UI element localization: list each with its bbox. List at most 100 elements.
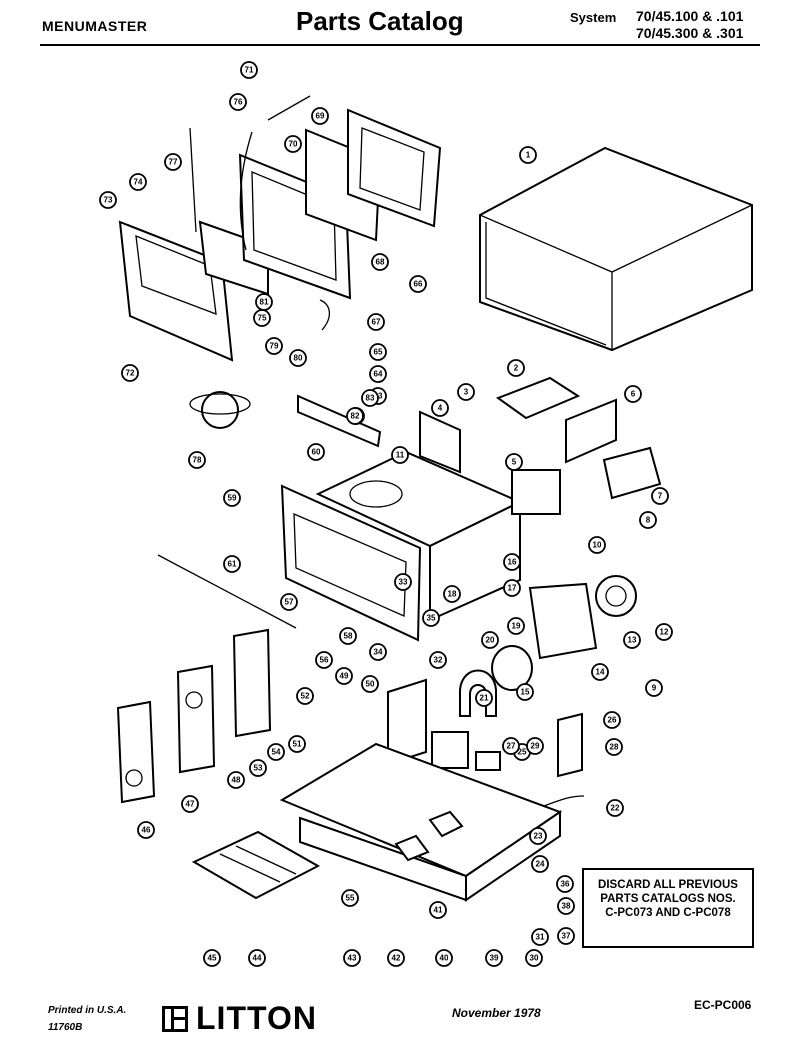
callout-number: 57 bbox=[285, 598, 294, 607]
callout-balloon bbox=[429, 901, 447, 919]
model-line-2: 70/45.300 & .301 bbox=[636, 25, 744, 41]
callout-number: 14 bbox=[596, 668, 605, 677]
callout-balloon bbox=[188, 451, 206, 469]
callout-number: 9 bbox=[652, 684, 657, 693]
callout-balloon bbox=[371, 253, 389, 271]
callout-number: 72 bbox=[126, 369, 135, 378]
callout-balloon bbox=[531, 855, 549, 873]
callout-number: 33 bbox=[399, 578, 408, 587]
callout-balloon bbox=[248, 949, 266, 967]
callout-number: 25 bbox=[518, 748, 527, 757]
callout-76: 76 bbox=[229, 93, 247, 111]
callout-balloon bbox=[651, 487, 669, 505]
callout-balloon bbox=[203, 949, 221, 967]
callout-number: 16 bbox=[508, 558, 517, 567]
callout-73: 73 bbox=[99, 191, 117, 209]
callout-balloon bbox=[422, 609, 440, 627]
callout-number: 42 bbox=[392, 954, 401, 963]
brand-name: MENUMASTER bbox=[42, 18, 148, 34]
notice-line-1: DISCARD ALL PREVIOUS bbox=[598, 879, 738, 891]
callout-balloon bbox=[557, 897, 575, 915]
callout-balloon bbox=[503, 553, 521, 571]
callout-number: 30 bbox=[530, 954, 539, 963]
callout-39: 39 bbox=[485, 949, 503, 967]
callout-balloon bbox=[265, 337, 283, 355]
callout-68: 68 bbox=[371, 253, 389, 271]
callout-number: 29 bbox=[531, 742, 540, 751]
callout-number: 5 bbox=[512, 458, 517, 467]
callout-29: 29 bbox=[526, 737, 544, 755]
callout-balloon bbox=[99, 191, 117, 209]
callout-60: 60 bbox=[307, 443, 325, 461]
callout-balloon bbox=[502, 737, 520, 755]
callout-number: 32 bbox=[434, 656, 443, 665]
callout-7: 7 bbox=[651, 487, 669, 505]
callout-balloon bbox=[369, 343, 387, 361]
callout-number: 82 bbox=[351, 412, 360, 421]
discard-notice-box: DISCARD ALL PREVIOUS PARTS CATALOGS NOS.… bbox=[582, 868, 754, 948]
callout-balloon bbox=[507, 359, 525, 377]
callout-14: 14 bbox=[591, 663, 609, 681]
callout-58: 58 bbox=[339, 627, 357, 645]
callout-number: 23 bbox=[534, 832, 543, 841]
callout-group: 1234567891011121314151617181920212223242… bbox=[99, 61, 673, 967]
callout-balloon bbox=[137, 821, 155, 839]
callout-number: 53 bbox=[254, 764, 263, 773]
callout-number: 46 bbox=[142, 826, 151, 835]
callout-balloon bbox=[516, 683, 534, 701]
callout-balloon bbox=[343, 949, 361, 967]
callout-balloon bbox=[164, 153, 182, 171]
callout-45: 45 bbox=[203, 949, 221, 967]
callout-number: 24 bbox=[536, 860, 545, 869]
callout-balloon bbox=[531, 928, 549, 946]
callout-41: 41 bbox=[429, 901, 447, 919]
callout-10: 10 bbox=[588, 536, 606, 554]
callout-21: 21 bbox=[475, 689, 493, 707]
callout-balloon bbox=[229, 93, 247, 111]
callout-number: 51 bbox=[293, 740, 302, 749]
component-parts bbox=[189, 376, 662, 778]
callout-number: 22 bbox=[611, 804, 620, 813]
callout-balloon bbox=[645, 679, 663, 697]
callout-67: 67 bbox=[367, 313, 385, 331]
callout-number: 19 bbox=[512, 622, 521, 631]
callout-number: 77 bbox=[169, 158, 178, 167]
callout-number: 27 bbox=[507, 742, 516, 751]
callout-22: 22 bbox=[606, 799, 624, 817]
callout-53: 53 bbox=[249, 759, 267, 777]
callout-balloon bbox=[387, 949, 405, 967]
callout-65: 65 bbox=[369, 343, 387, 361]
callout-balloon bbox=[475, 689, 493, 707]
callout-balloon bbox=[605, 738, 623, 756]
callout-number: 75 bbox=[258, 314, 267, 323]
callout-balloon bbox=[227, 771, 245, 789]
callout-50: 50 bbox=[361, 675, 379, 693]
callout-70: 70 bbox=[284, 135, 302, 153]
callout-balloon bbox=[505, 453, 523, 471]
callout-balloon bbox=[556, 875, 574, 893]
callout-balloon bbox=[361, 389, 379, 407]
callout-37: 37 bbox=[557, 927, 575, 945]
callout-number: 44 bbox=[253, 954, 262, 963]
callout-2: 2 bbox=[507, 359, 525, 377]
door-assembly-part bbox=[118, 95, 442, 362]
callout-number: 1 bbox=[526, 151, 531, 160]
callout-59: 59 bbox=[223, 489, 241, 507]
callout-balloon bbox=[288, 735, 306, 753]
callout-82: 82 bbox=[346, 407, 364, 425]
callout-number: 60 bbox=[312, 448, 321, 457]
model-numbers: 70/45.100 & .101 70/45.300 & .301 bbox=[636, 8, 743, 42]
callout-number: 2 bbox=[514, 364, 519, 373]
callout-number: 50 bbox=[366, 680, 375, 689]
callout-balloon bbox=[311, 107, 329, 125]
callout-36: 36 bbox=[556, 875, 574, 893]
callout-number: 80 bbox=[294, 354, 303, 363]
callout-balloon bbox=[457, 383, 475, 401]
callout-number: 6 bbox=[631, 390, 636, 399]
callout-80: 80 bbox=[289, 349, 307, 367]
callout-30: 30 bbox=[525, 949, 543, 967]
callout-57: 57 bbox=[280, 593, 298, 611]
callout-31: 31 bbox=[531, 928, 549, 946]
callout-64: 64 bbox=[369, 365, 387, 383]
